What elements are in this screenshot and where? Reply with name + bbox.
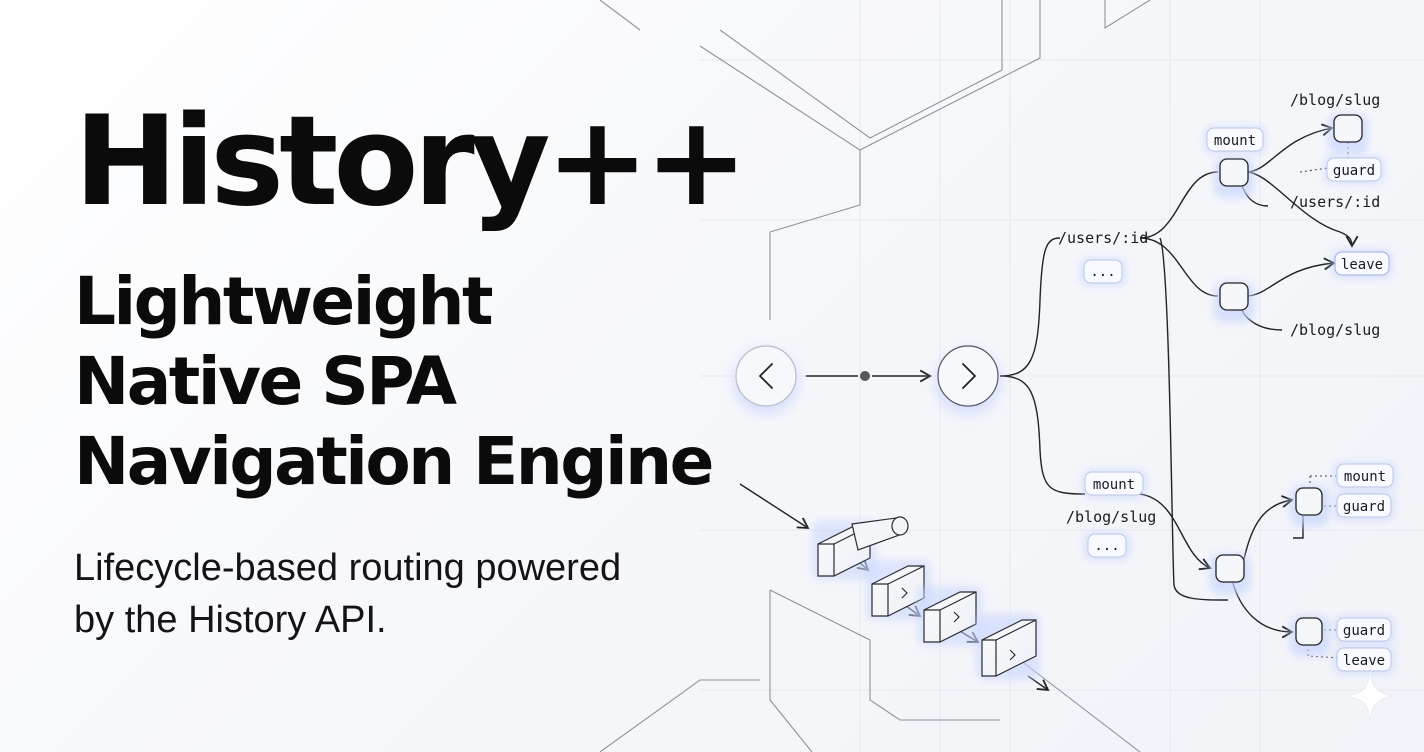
- tagline-line: Lifecycle-based routing powered: [74, 547, 622, 589]
- subtitle: Lightweight Native SPA Navigation Engine: [74, 262, 754, 502]
- chevron-right-icon: [962, 363, 976, 389]
- svg-text:leave: leave: [1341, 257, 1383, 273]
- svg-text:mount: mount: [1093, 477, 1135, 493]
- route-labels: /users/:id /blog/slug /users/:id /blog/s…: [1058, 91, 1380, 526]
- mount-pill: mount: [1334, 462, 1396, 490]
- subtitle-line: Native SPA: [74, 343, 457, 420]
- leave-pill: leave: [1334, 646, 1394, 674]
- svg-text:...: ...: [1094, 538, 1119, 554]
- route-label: /users/:id: [1290, 193, 1380, 211]
- mount-pill: mount: [1204, 126, 1266, 154]
- route-label: /users/:id: [1058, 229, 1148, 247]
- history-stack: [812, 516, 1040, 680]
- chevron-right-icon: [1009, 649, 1016, 661]
- route-node: [1290, 616, 1330, 656]
- hero: History++ Lightweight Native SPA Navigat…: [74, 100, 754, 646]
- route-node: [1214, 158, 1254, 198]
- chevron-left-icon: [759, 363, 773, 389]
- route-node: [1214, 282, 1254, 322]
- route-label: /blog/slug: [1290, 321, 1380, 339]
- history-pointer-dot: [860, 371, 870, 381]
- svg-text:mount: mount: [1344, 469, 1386, 485]
- tagline-line: by the History API.: [74, 599, 387, 641]
- stack-card: [918, 586, 982, 646]
- svg-text:mount: mount: [1214, 133, 1256, 149]
- svg-text:leave: leave: [1343, 653, 1385, 669]
- guard-pill: guard: [1334, 616, 1394, 644]
- stack-card: [976, 614, 1040, 680]
- dotted-connectors: [1299, 142, 1349, 659]
- stack-cylinder: [851, 516, 909, 551]
- svg-text:...: ...: [1090, 264, 1115, 280]
- svg-text:guard: guard: [1343, 623, 1385, 639]
- ellipsis-pill: ...: [1084, 532, 1130, 560]
- sparkle-icon: [1347, 671, 1393, 721]
- decorative-lines: [599, 0, 1151, 752]
- guard-pill: guard: [1334, 492, 1394, 520]
- chevron-right-icon: [901, 587, 908, 599]
- route-node: [1290, 486, 1330, 526]
- subtitle-line: Lightweight: [74, 263, 494, 340]
- route-label: /blog/slug: [1066, 508, 1156, 526]
- route-node: [1210, 554, 1250, 594]
- ellipsis-pill: ...: [1080, 258, 1126, 286]
- subtitle-line: Navigation Engine: [74, 423, 714, 500]
- forward-button[interactable]: [936, 345, 1000, 414]
- route-nodes: [1210, 114, 1368, 656]
- lifecycle-pills: mount guard leave ... mount ...: [1080, 126, 1396, 674]
- stack-card: [866, 560, 930, 620]
- svg-text:guard: guard: [1333, 163, 1375, 179]
- route-node: [1328, 114, 1368, 154]
- chevron-right-icon: [953, 611, 960, 623]
- back-button[interactable]: [734, 345, 798, 414]
- leave-pill: leave: [1332, 250, 1392, 278]
- svg-text:guard: guard: [1343, 499, 1385, 515]
- route-label: /blog/slug: [1290, 91, 1380, 109]
- tagline: Lifecycle-based routing powered by the H…: [74, 542, 714, 646]
- mount-pill: mount: [1082, 470, 1146, 498]
- guard-pill: guard: [1324, 156, 1384, 184]
- page-title: History++: [74, 90, 748, 234]
